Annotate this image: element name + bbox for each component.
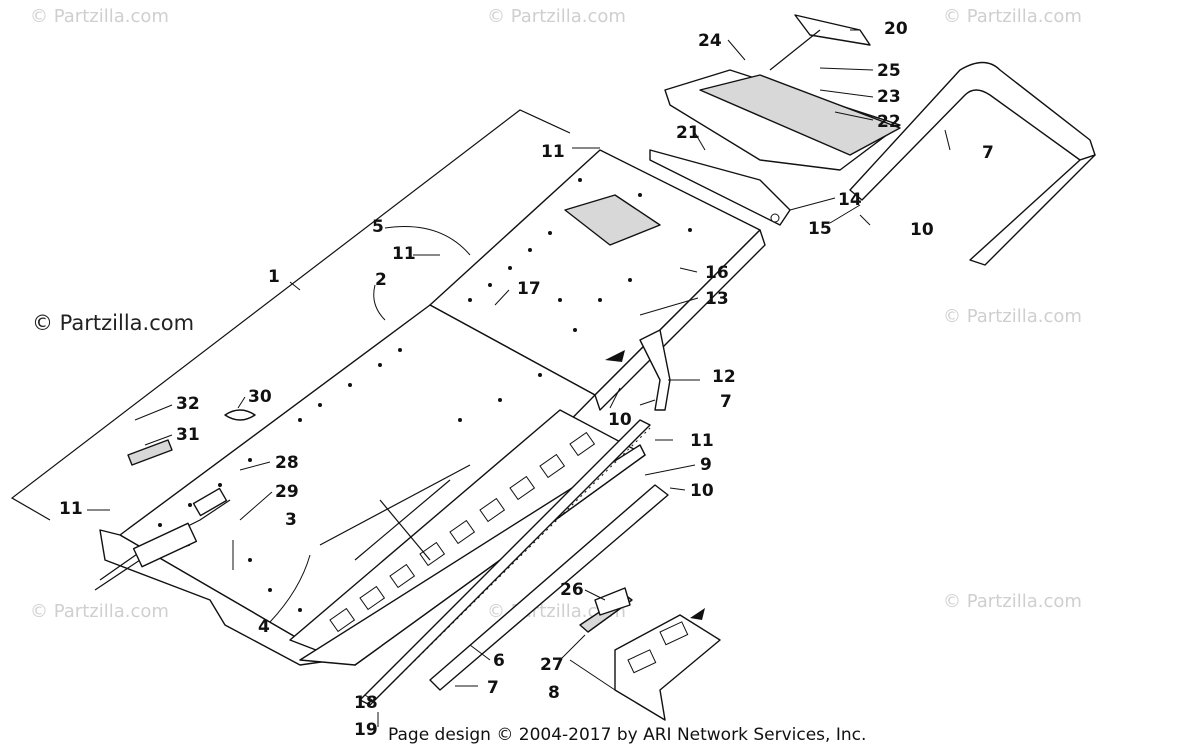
callout-28: 28: [275, 453, 299, 473]
wiring-harness: [94, 487, 231, 591]
callout-3: 3: [285, 510, 297, 530]
callout-1: 1: [268, 267, 280, 287]
callout-22: 22: [877, 112, 901, 132]
watermark-prominent: © Partzilla.com: [32, 311, 194, 335]
callout-11: 11: [541, 142, 565, 162]
callout-30: 30: [248, 387, 272, 407]
rear-bracket: [614, 614, 721, 721]
grab-bar: [794, 14, 871, 46]
clip: [224, 409, 256, 421]
leader-lines: [87, 29, 951, 727]
callout-10: 10: [608, 410, 632, 430]
callout-20: 20: [884, 19, 908, 39]
callout-25: 25: [877, 61, 901, 81]
watermark: © Partzilla.com: [30, 601, 169, 622]
arrow-marker: [690, 608, 705, 620]
watermark: © Partzilla.com: [943, 306, 1082, 327]
callout-21: 21: [676, 123, 700, 143]
callout-12: 12: [712, 367, 736, 387]
watermark: © Partzilla.com: [943, 591, 1082, 612]
callout-10: 10: [910, 220, 934, 240]
tunnel: [99, 149, 766, 666]
tunnel-holes: [158, 178, 692, 632]
callout-24: 24: [698, 31, 722, 51]
callout-18: 18: [354, 693, 378, 713]
watermark: © Partzilla.com: [487, 6, 626, 27]
callout-23: 23: [877, 87, 901, 107]
callouts: 1 2 3 4 5 6 7 7 7 8 9 10 10 10 11 11 11 …: [59, 19, 994, 740]
bracket-26: [594, 587, 631, 616]
callout-16: 16: [705, 263, 729, 283]
callout-26: 26: [560, 580, 584, 600]
callout-11: 11: [392, 244, 416, 264]
side-rails: [359, 419, 669, 706]
callout-8: 8: [548, 683, 560, 703]
callout-11: 11: [59, 499, 83, 519]
callout-19: 19: [354, 720, 378, 740]
pad: [127, 439, 173, 466]
callout-7: 7: [982, 143, 994, 163]
copyright-footer: Page design © 2004-2017 by ARI Network S…: [388, 725, 866, 745]
watermark: © Partzilla.com: [943, 6, 1082, 27]
callout-5: 5: [372, 217, 384, 237]
assembly-bracket: [10, 109, 571, 521]
callout-10: 10: [690, 481, 714, 501]
running-board-cutouts: [329, 431, 596, 633]
callout-13: 13: [705, 289, 729, 309]
callout-9: 9: [700, 455, 712, 475]
running-board: [289, 409, 646, 666]
grab-bar-stem: [769, 29, 821, 71]
taillight-assembly: [649, 69, 901, 226]
callout-14: 14: [838, 190, 862, 210]
callout-17: 17: [517, 279, 541, 299]
callout-6: 6: [493, 651, 505, 671]
callout-29: 29: [275, 482, 299, 502]
strap: [639, 329, 671, 411]
watermark: © Partzilla.com: [30, 6, 169, 27]
cross-braces: [319, 464, 471, 561]
callout-32: 32: [176, 394, 200, 414]
callout-4: 4: [258, 617, 270, 637]
callout-31: 31: [176, 425, 200, 445]
callout-11: 11: [690, 431, 714, 451]
callout-15: 15: [808, 219, 832, 239]
callout-27: 27: [540, 655, 564, 675]
callout-2: 2: [375, 270, 387, 290]
callout-7: 7: [720, 392, 732, 412]
rear-bumper-leg: [969, 154, 1096, 266]
arrow-marker: [605, 350, 625, 362]
callout-7: 7: [487, 678, 499, 698]
